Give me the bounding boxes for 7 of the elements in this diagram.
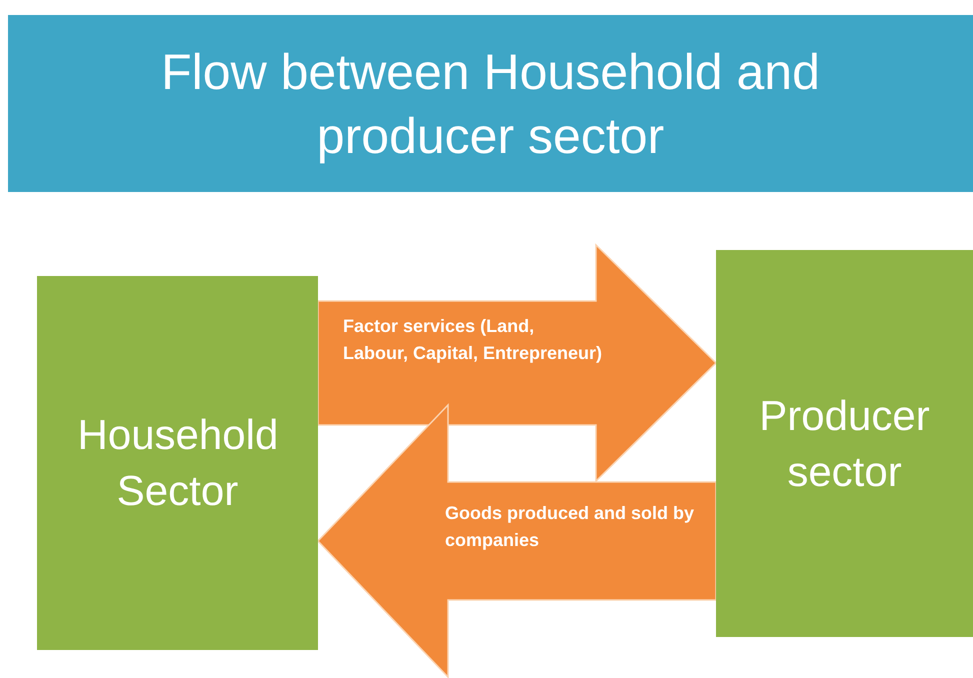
block-arrow <box>317 243 718 483</box>
title-banner: Flow between Household and producer sector <box>8 15 973 192</box>
sector-box: Producer sector <box>716 250 973 637</box>
block-arrow <box>316 403 717 678</box>
sector-box: Household Sector <box>37 276 318 650</box>
edge-label: Factor services (Land, Labour, Capital, Entrepreneur) <box>343 315 603 365</box>
edge-label: Goods produced and sold by companies <box>445 502 695 552</box>
